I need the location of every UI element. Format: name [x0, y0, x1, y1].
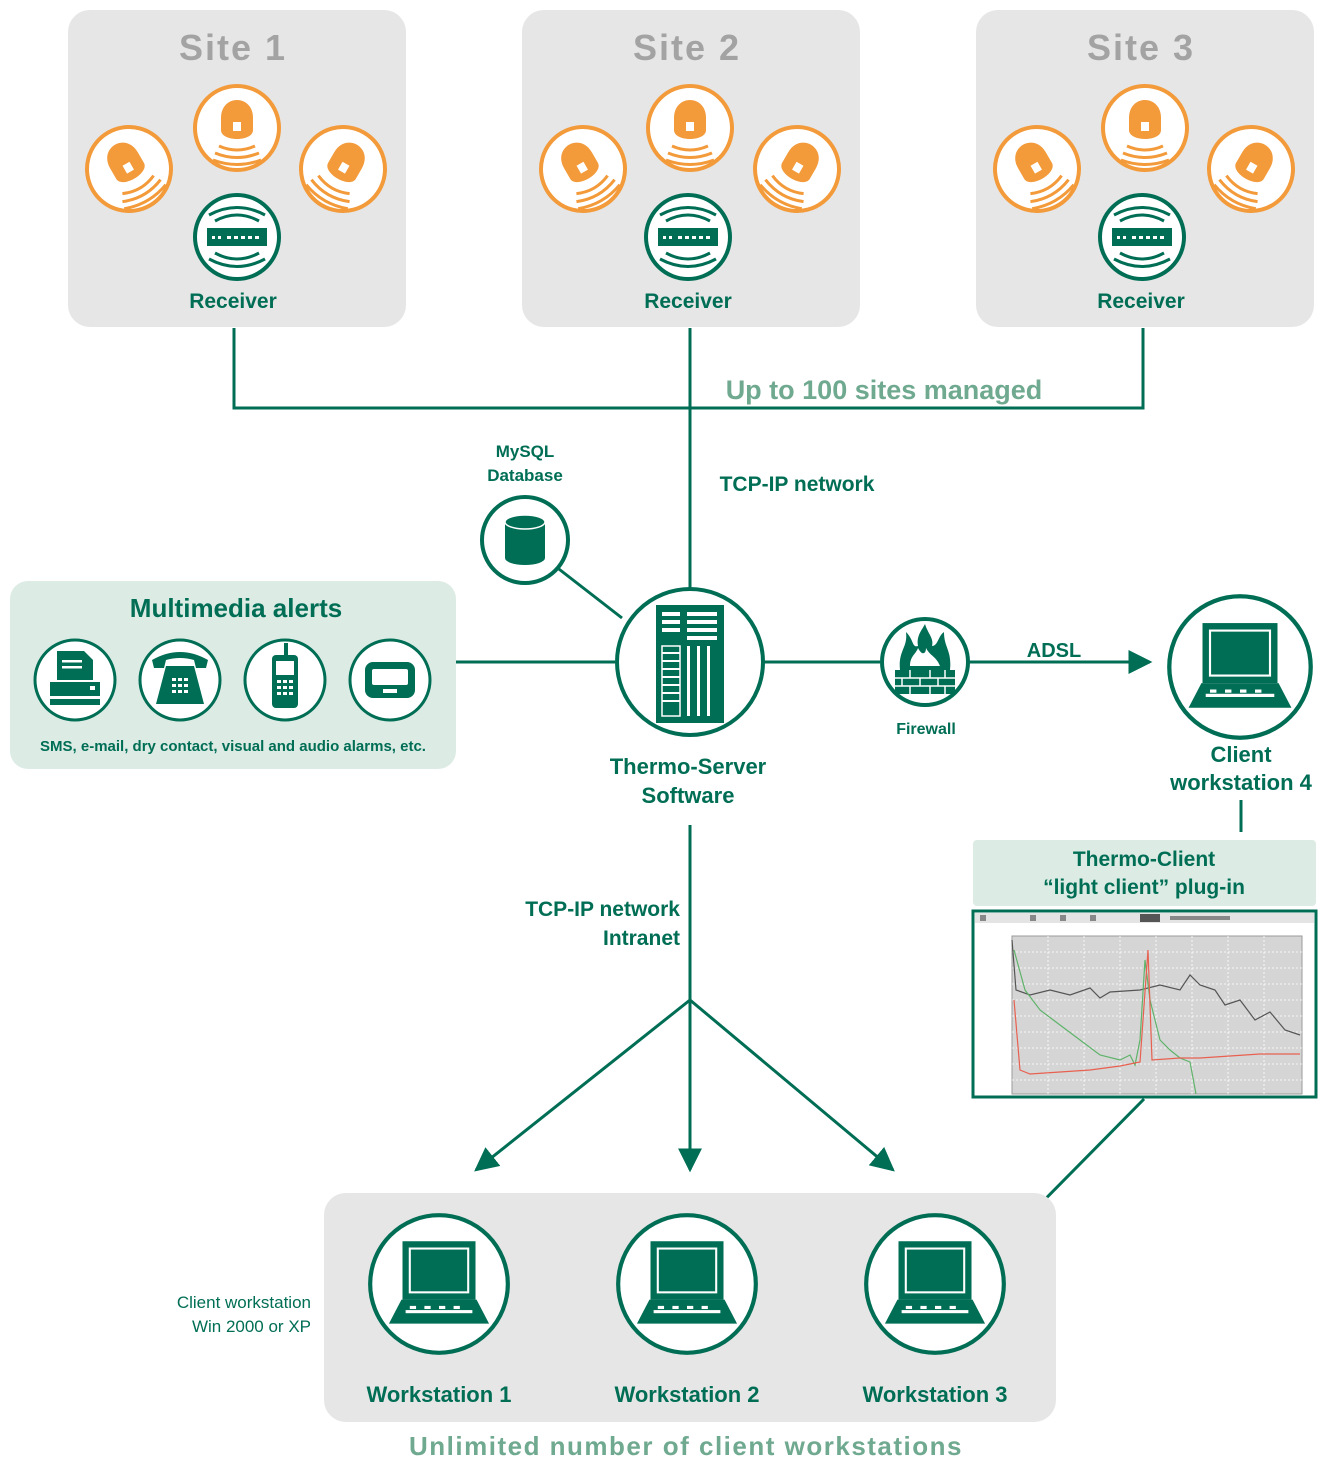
client-note-line1: Client workstation — [177, 1293, 311, 1312]
firewall: Firewall — [763, 617, 970, 738]
workstation-label: Workstation 2 — [614, 1382, 759, 1407]
client-note-line2: Win 2000 or XP — [192, 1317, 311, 1336]
tcp-ip-bottom-label-line2: Intranet — [603, 927, 680, 950]
client-workstation-4: Client workstation 4 — [1169, 596, 1313, 832]
receiver-icon — [644, 193, 732, 281]
distribution-arrows — [474, 998, 895, 1173]
client4-label-line1: Client — [1210, 742, 1272, 767]
receiver-icon — [1098, 193, 1186, 281]
adsl-label: ADSL — [1027, 640, 1081, 662]
mysql-database: MySQL Database — [480, 442, 623, 620]
firewall-label: Firewall — [896, 721, 956, 738]
telephone-icon — [138, 638, 222, 722]
receiver-icon — [193, 193, 281, 281]
site-title: Site 3 — [1087, 27, 1195, 68]
pager-icon — [348, 638, 432, 722]
site-panel-1: Site 1 Receiver — [68, 10, 406, 327]
tcp-ip-top-label: TCP-IP network — [720, 473, 875, 496]
site-title: Site 2 — [633, 27, 741, 68]
computer-icon — [618, 1215, 756, 1353]
fax-printer-icon — [33, 638, 117, 722]
client4-label-line2: workstation 4 — [1169, 770, 1313, 795]
server-label-line2: Software — [642, 783, 735, 808]
workstations-panel: Workstation 1 Workstation 2 Workstation … — [324, 1193, 1056, 1422]
alerts-caption: SMS, e-mail, dry contact, visual and aud… — [40, 738, 426, 755]
workstation-label: Workstation 3 — [862, 1382, 1007, 1407]
site-panel-3: Site 3 Receiver — [976, 10, 1314, 327]
computer-icon — [866, 1215, 1004, 1353]
thermo-client-plugin: Thermo-Client “light client” plug-in — [973, 840, 1316, 906]
database-label-line1: MySQL — [496, 442, 555, 461]
receiver-label: Receiver — [189, 290, 277, 313]
sites-bus-lines — [232, 328, 1145, 592]
mobile-phone-icon — [243, 638, 327, 722]
tcp-ip-bottom-label-line1: TCP-IP network — [525, 898, 680, 921]
plugin-label-line1: Thermo-Client — [1073, 848, 1215, 871]
sensor-icon — [193, 84, 281, 172]
workstation-label: Workstation 1 — [366, 1382, 511, 1407]
database-label-line2: Database — [487, 466, 563, 485]
alerts-title: Multimedia alerts — [130, 593, 342, 623]
receiver-label: Receiver — [1097, 290, 1185, 313]
multimedia-alerts-panel: Multimedia alerts — [10, 581, 615, 769]
footer-caption: Unlimited number of client workstations — [409, 1431, 963, 1461]
sites-managed-label: Up to 100 sites managed — [726, 375, 1043, 405]
plugin-label-line2: “light client” plug-in — [1043, 876, 1245, 899]
sensor-icon — [646, 84, 734, 172]
site-title: Site 1 — [179, 27, 287, 68]
software-screenshot — [971, 909, 1318, 1099]
receiver-label: Receiver — [644, 290, 732, 313]
thermo-server: Thermo-Server Software — [610, 587, 767, 808]
site-panel-2: Site 2 Receiver — [522, 10, 860, 327]
sensor-icon — [1101, 84, 1189, 172]
computer-icon — [370, 1215, 508, 1353]
computer-icon — [1169, 596, 1310, 737]
server-label-line1: Thermo-Server — [610, 754, 767, 779]
